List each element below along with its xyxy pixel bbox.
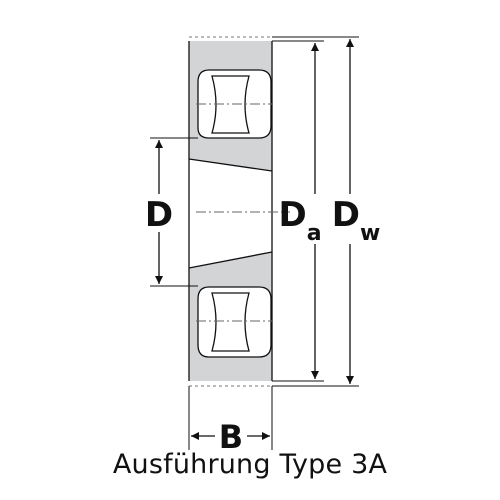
body-outline: [188, 41, 273, 381]
wheel-diameter-label-main: D: [332, 195, 360, 235]
width-extension-lines: [188, 386, 273, 450]
edge-dashed-lines: [189, 36, 272, 387]
wheel-diameter-label-sub: w: [360, 221, 380, 246]
lower-roller-cavity: [197, 286, 272, 358]
center-lines: [196, 103, 290, 322]
width-label: B: [219, 418, 243, 456]
lower-roller: [211, 292, 250, 352]
bore-diameter-label: D: [145, 195, 173, 235]
outer-extension-lines: [272, 36, 359, 387]
outer-diameter-label: Da: [278, 195, 321, 246]
diagram-caption: Ausführung Type 3A: [112, 449, 388, 480]
outer-diameter-label-main: D: [278, 195, 306, 235]
upper-roller: [211, 75, 250, 134]
bore-extension-lines: [150, 137, 198, 287]
wheel-diameter-label: Dw: [332, 195, 381, 246]
taper-lines: [188, 158, 273, 269]
outer-diameter-label-sub: a: [307, 221, 322, 246]
bore-region: [189, 159, 272, 268]
